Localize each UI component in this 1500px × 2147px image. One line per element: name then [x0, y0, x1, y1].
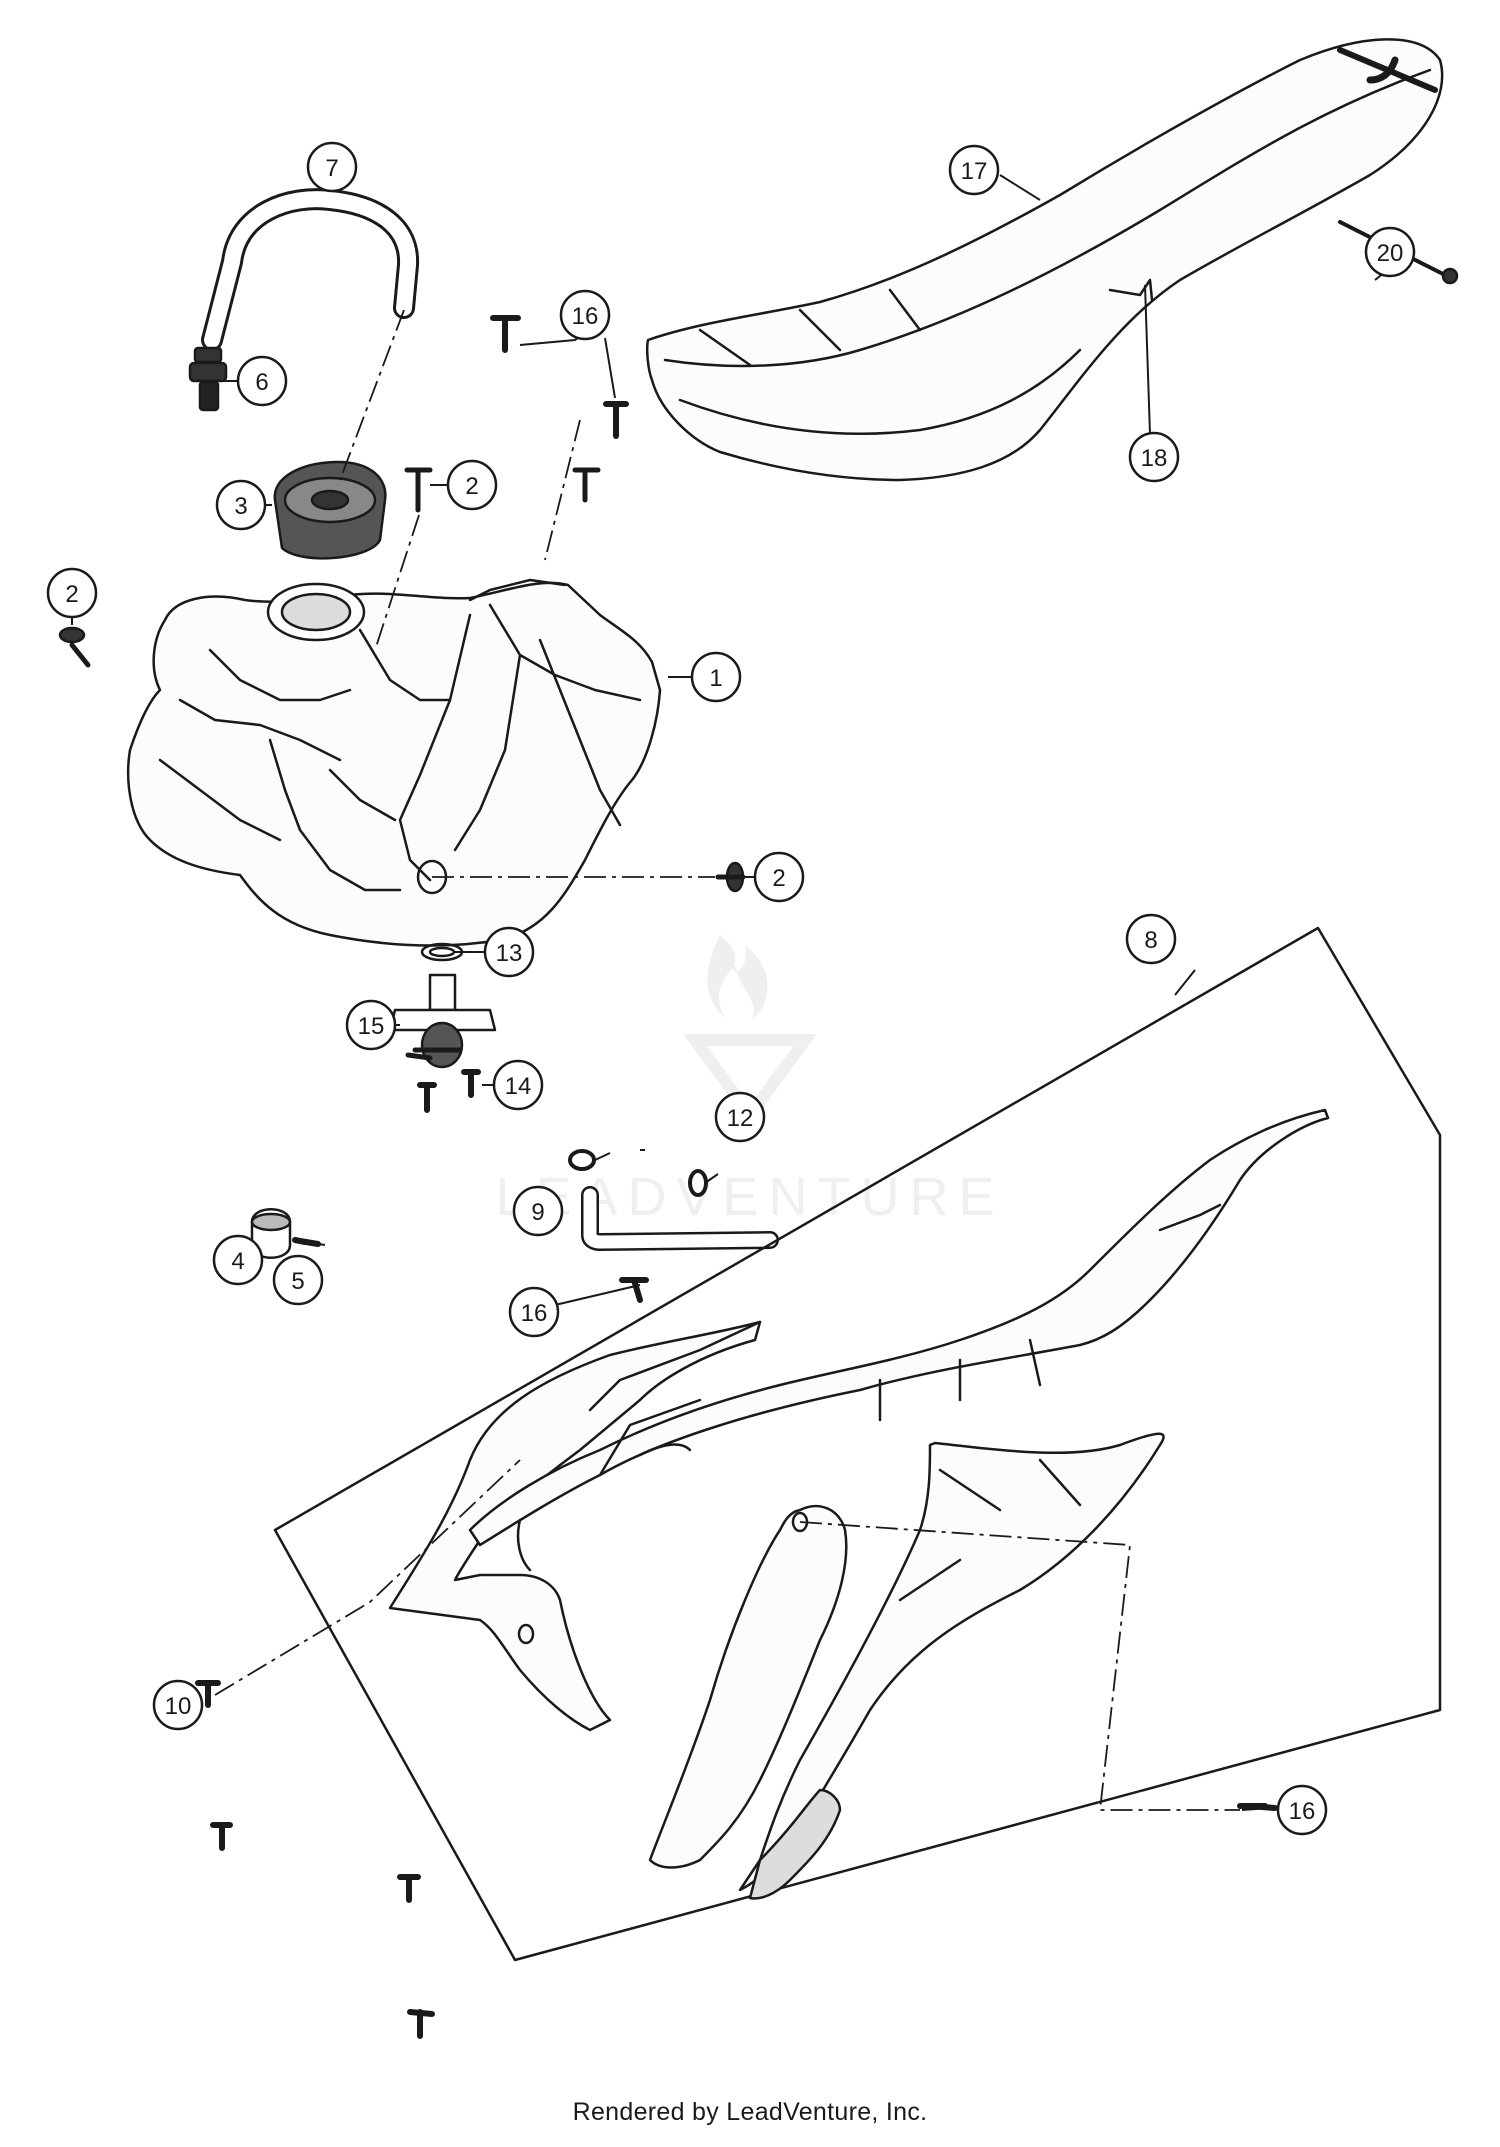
- callout-13-label: 13: [496, 940, 523, 967]
- callout-16-top: [559, 289, 611, 341]
- callout-20-label: 20: [1377, 240, 1404, 267]
- callout-7: [306, 141, 358, 193]
- screw-2-right: [715, 861, 746, 893]
- side-cover-kit-outline: [273, 926, 1442, 1962]
- footer-credit: Rendered by LeadVenture, Inc.: [572, 2098, 928, 2126]
- callout-16-bottom-label: 16: [1289, 1798, 1316, 1825]
- callout-12-label: 12: [727, 1105, 754, 1132]
- watermark-text: LEADVENTURE: [495, 1167, 1004, 1227]
- callout-8-label: 8: [1144, 927, 1157, 954]
- leadventure-watermark: LEADVENTURE: [495, 935, 1004, 1227]
- callout-6-label: 6: [255, 369, 268, 396]
- callout-9: [512, 1185, 564, 1237]
- fuel-tank-cap: [273, 460, 387, 560]
- hose-clamp-upper: [568, 1149, 596, 1171]
- callout-18-label: 18: [1141, 445, 1168, 472]
- callout-16-middle-label: 16: [521, 1300, 548, 1327]
- callout-20: [1364, 226, 1416, 278]
- callout-10-label: 10: [165, 1693, 192, 1720]
- screw-loose-1: [210, 1822, 233, 1851]
- callout-2-right-label: 2: [772, 865, 785, 892]
- callout-15-label: 15: [358, 1013, 385, 1040]
- callout-16-bottom: [1276, 1784, 1328, 1836]
- callout-5: [272, 1254, 324, 1306]
- callout-15: [345, 999, 397, 1051]
- callout-1-label: 1: [709, 665, 722, 692]
- screw-16-lower: [1237, 1803, 1278, 1811]
- callout-16-top-label: 16: [572, 303, 599, 330]
- screw-16-mid: [572, 467, 601, 503]
- callout-2-top-label: 2: [465, 473, 478, 500]
- callout-14: [492, 1059, 544, 1111]
- radiator-shroud-left: [388, 1108, 1330, 1732]
- callout-18: [1128, 431, 1180, 483]
- callout-4: [212, 1234, 264, 1286]
- callout-8: [1125, 913, 1177, 965]
- seat: [645, 38, 1444, 482]
- callout-2-right: [753, 851, 805, 903]
- callout-4-label: 4: [231, 1248, 244, 1275]
- callout-16-middle: [508, 1286, 560, 1338]
- screw-2-upper: [404, 467, 433, 513]
- vent-valve: [188, 346, 228, 412]
- callout-3-label: 3: [234, 493, 247, 520]
- callout-2-top: [446, 459, 498, 511]
- screw-2-left: [58, 626, 91, 668]
- screw-16-upper-left: [490, 315, 521, 353]
- fuel-hose: [581, 1186, 779, 1251]
- callout-12: [714, 1091, 766, 1143]
- callout-3: [215, 479, 267, 531]
- callout-7-label: 7: [325, 155, 338, 182]
- fuel-tap: [388, 973, 497, 1069]
- callout-2-left-label: 2: [65, 581, 78, 608]
- screw-14-left: [417, 1082, 437, 1113]
- screw-loose-3: [407, 2009, 435, 2039]
- breather-hose: [201, 188, 420, 351]
- radiator-shroud-right: [648, 1432, 1165, 1900]
- callout-10: [152, 1679, 204, 1731]
- callout-2-left: [46, 567, 98, 619]
- screw-10: [195, 1680, 221, 1708]
- callout-13: [483, 926, 535, 978]
- callout-17-label: 17: [961, 158, 988, 185]
- fuel-tank: [126, 578, 662, 947]
- screw-loose-2: [397, 1874, 421, 1903]
- callout-17: [948, 144, 1000, 196]
- callout-9-label: 9: [531, 1199, 544, 1226]
- callout-5-label: 5: [291, 1268, 304, 1295]
- screw-16-middle: [619, 1277, 649, 1303]
- callout-6: [236, 355, 288, 407]
- assembly-lines: [214, 309, 1240, 1811]
- screw-16-upper-right: [603, 401, 629, 439]
- callout-14-label: 14: [505, 1073, 532, 1100]
- screw-14-right: [461, 1069, 481, 1098]
- callout-1: [690, 651, 742, 703]
- spacer-bushing: [250, 1208, 292, 1259]
- callouts: [46, 141, 1416, 1836]
